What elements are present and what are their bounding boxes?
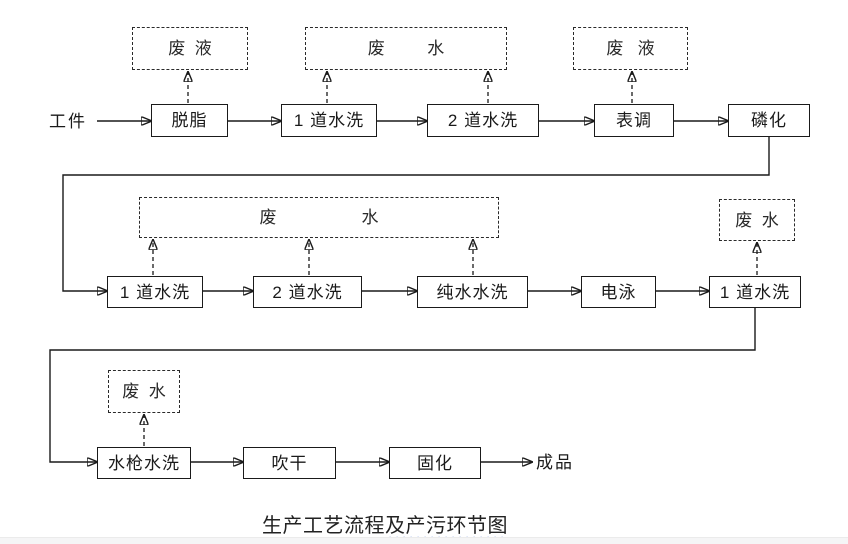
end-label: 成品 [536,453,574,472]
process-box-blow-dry: 吹干 [243,447,336,479]
process-box-wash2-r1: 2 道水洗 [427,104,539,137]
caption-underlined-part: 及产污环节图 [385,515,508,537]
process-box-wash1-r1: 1 道水洗 [281,104,377,137]
waste-box-liquid-r1a: 废 液 [132,27,248,70]
diagram-caption: 生产工艺流程及产污环节图 [262,509,508,538]
waste-box-water-r2-wide: 废 水 [139,197,499,238]
waste-box-water-r2-small: 废 水 [719,199,795,241]
process-box-curing: 固化 [389,447,481,479]
process-box-surface-adjust: 表调 [594,104,674,137]
waste-box-water-r3: 废 水 [108,370,180,413]
caption-plain-part: 生产工艺流程 [262,515,385,537]
waste-box-water-r1: 废 水 [305,27,507,70]
process-box-gun-wash: 水枪水洗 [97,447,191,479]
process-box-degrease: 脱脂 [151,104,228,137]
start-label: 工件 [49,112,87,131]
waste-box-liquid-r1b: 废 液 [573,27,688,70]
process-box-wash1-r2: 1 道水洗 [107,276,203,308]
process-box-pure-wash: 纯水水洗 [417,276,528,308]
process-box-electrophoresis: 电泳 [581,276,656,308]
process-box-wash2-r2: 2 道水洗 [253,276,362,308]
page-bottom-strip [0,537,848,544]
process-box-phosphating: 磷化 [728,104,810,137]
process-box-wash1b-r2: 1 道水洗 [709,276,801,308]
